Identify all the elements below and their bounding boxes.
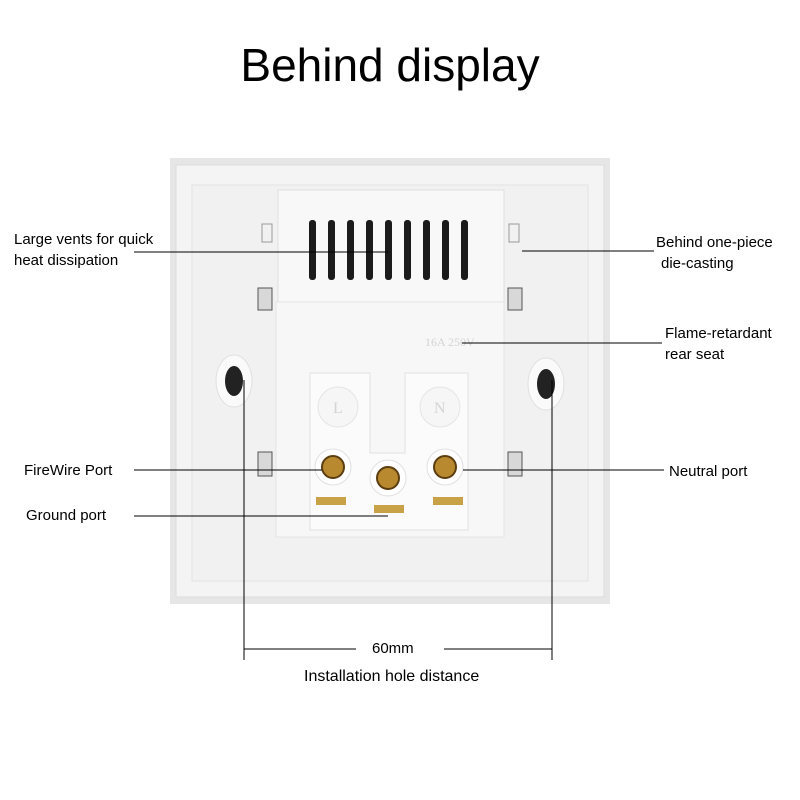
- vent-slot: [309, 220, 316, 280]
- label-line: rear seat: [665, 346, 725, 363]
- ground-terminal: [376, 466, 400, 490]
- clip: [261, 223, 273, 243]
- ground-port-label: Ground port: [26, 507, 107, 524]
- vent-slot: [385, 220, 392, 280]
- vent-slot: [366, 220, 373, 280]
- vent-slot: [404, 220, 411, 280]
- live-marking: L: [333, 400, 343, 417]
- label-line: Flame-retardant: [665, 325, 772, 342]
- casting-label: Behind one-piece die-casting: [656, 232, 773, 274]
- firewire-port-label: FireWire Port: [24, 462, 113, 479]
- neutral-marking: N: [434, 400, 446, 417]
- clip: [507, 287, 523, 311]
- label-line: Large vents for quick: [14, 231, 154, 248]
- mount-hole-right: [537, 369, 555, 399]
- clip: [508, 223, 520, 243]
- vent-slot: [442, 220, 449, 280]
- vent-slot: [423, 220, 430, 280]
- vent-slot: [347, 220, 354, 280]
- label-line: heat dissipation: [14, 252, 119, 269]
- seat-label: Flame-retardant rear seat: [665, 323, 772, 365]
- distance-caption: Installation hole distance: [304, 668, 480, 685]
- vent-slot: [461, 220, 468, 280]
- label-line: Behind one-piece: [656, 234, 773, 251]
- clip: [257, 451, 273, 477]
- clip: [257, 287, 273, 311]
- leader-lines: [134, 250, 664, 660]
- rating-marking: 16A 250V: [425, 335, 475, 349]
- vents-label: Large vents for quick heat dissipation: [14, 229, 153, 271]
- live-terminal: [321, 455, 345, 479]
- terminals: [314, 448, 464, 513]
- distance-value: 60mm: [372, 640, 414, 657]
- label-line: die-casting: [661, 255, 734, 272]
- vents: [309, 220, 468, 280]
- page-title: Behind display: [240, 39, 540, 91]
- mount-hole-left: [225, 366, 243, 396]
- vent-slot: [328, 220, 335, 280]
- clip: [507, 451, 523, 477]
- neutral-terminal: [433, 455, 457, 479]
- neutral-port-label: Neutral port: [669, 463, 748, 480]
